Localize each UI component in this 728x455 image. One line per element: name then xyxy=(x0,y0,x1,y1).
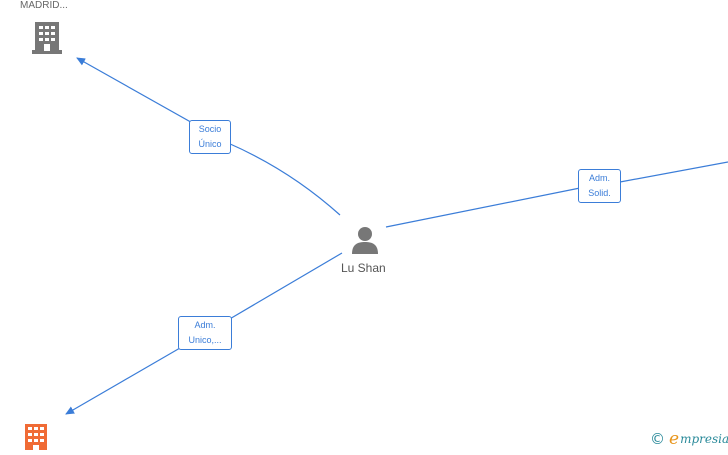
edge-line-adm-solid xyxy=(385,161,728,228)
edge-label-adm-solid[interactable]: Adm. Solid. xyxy=(578,169,621,203)
logo-text: mpresia xyxy=(680,432,728,446)
copyright-icon: © xyxy=(650,430,665,448)
edge-label-line: Unico,... xyxy=(188,335,222,345)
empresia-logo: © e mpresia xyxy=(650,429,728,449)
edge-line-socio-unico xyxy=(76,57,341,216)
edge-label-line: Adm. xyxy=(588,173,610,183)
logo-initial: e xyxy=(669,429,680,449)
building-icon[interactable] xyxy=(24,424,48,455)
edge-line-adm-unico xyxy=(66,252,343,414)
edge-label-line: Solid. xyxy=(588,188,611,198)
edge-label-line: Único xyxy=(198,139,222,149)
edge-label-line: Adm. xyxy=(194,320,216,330)
building-icon[interactable] xyxy=(32,20,62,59)
person-icon[interactable] xyxy=(350,225,380,260)
edge-label-socio-unico[interactable]: Socio Único xyxy=(189,120,231,154)
edge-label-line: Socio xyxy=(198,124,222,134)
edge-label-adm-unico[interactable]: Adm. Unico,... xyxy=(178,316,232,350)
person-name-label[interactable]: Lu Shan xyxy=(341,261,386,275)
company-name-label: MADRID... xyxy=(20,0,68,11)
